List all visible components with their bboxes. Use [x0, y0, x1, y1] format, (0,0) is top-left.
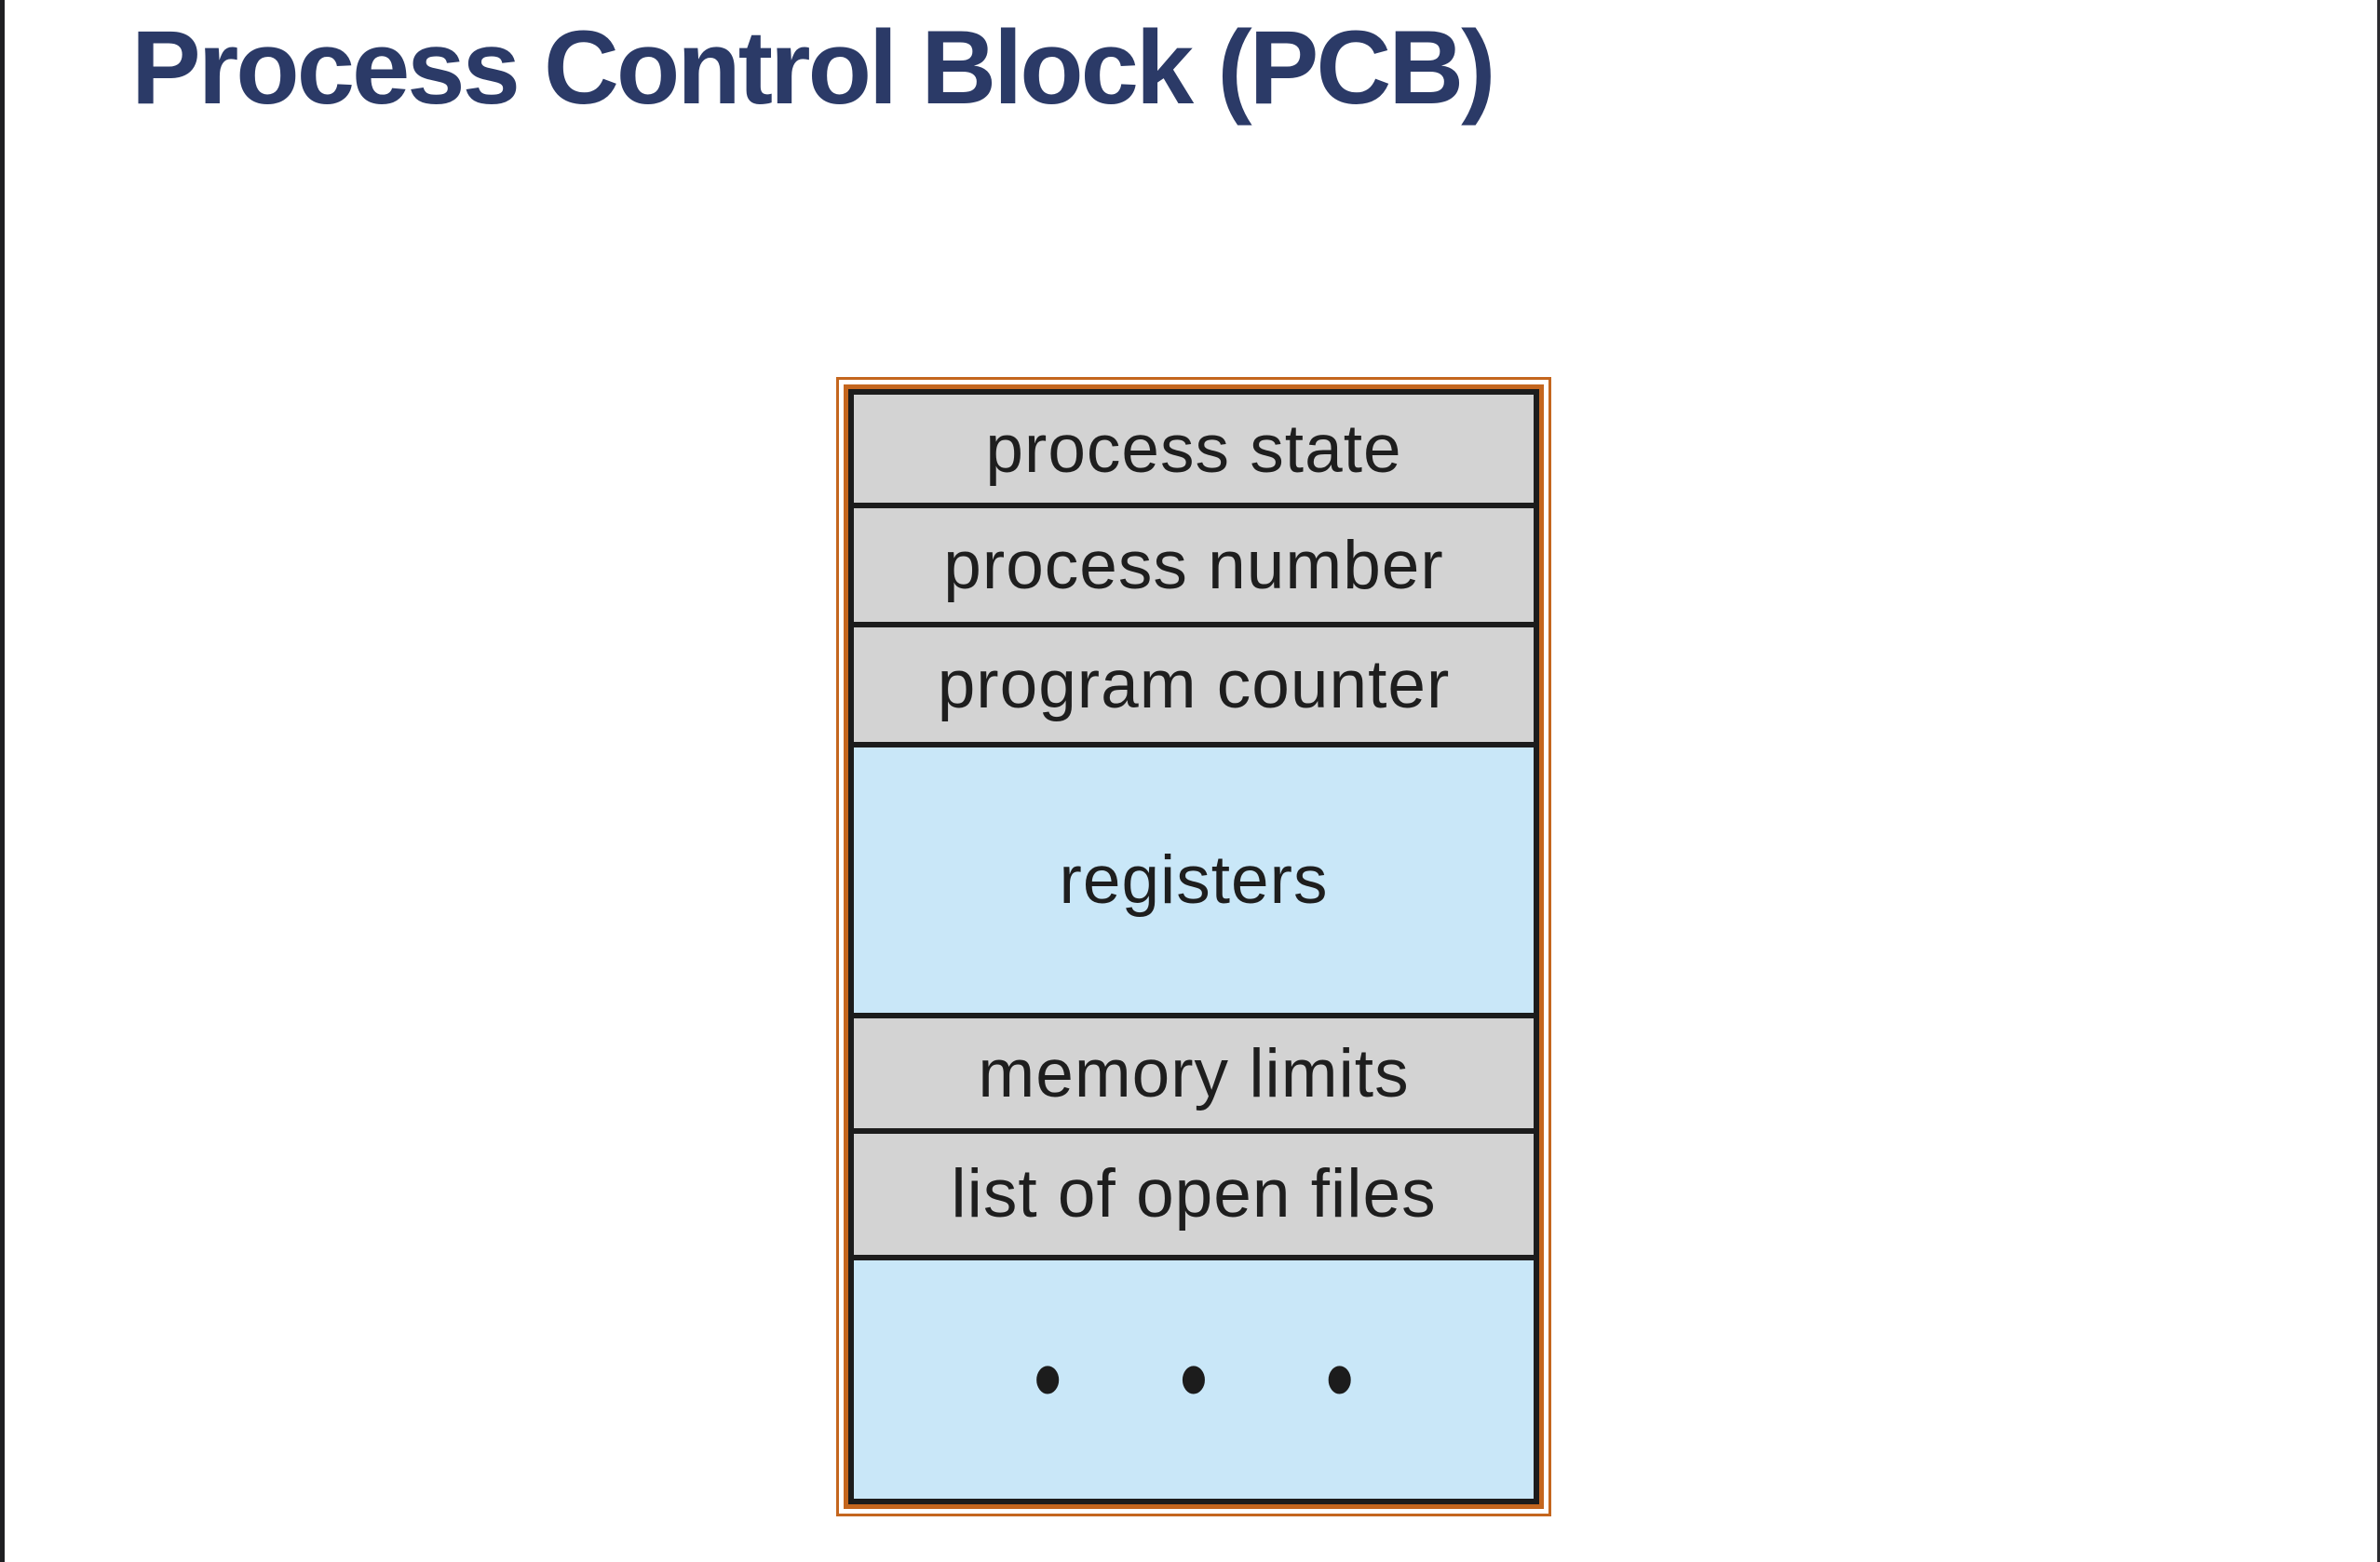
pcb-row-list-of-open-files: list of open files: [854, 1133, 1534, 1255]
pcb-row-label-memory-limits: memory limits: [978, 1035, 1410, 1111]
ellipsis-dots: • • •: [1034, 1324, 1402, 1434]
pcb-diagram-frame: process state process number program cou…: [836, 377, 1551, 1516]
pcb-row-label-process-state: process state: [985, 411, 1402, 487]
pcb-row-memory-limits: memory limits: [854, 1018, 1534, 1128]
pcb-row-label-registers: registers: [1059, 842, 1329, 919]
pcb-row-label-process-number: process number: [943, 527, 1444, 603]
pcb-row-program-counter: program counter: [854, 627, 1534, 742]
pcb-table: process state process number program cou…: [848, 389, 1539, 1504]
pcb-row-label-list-of-open-files: list of open files: [951, 1156, 1437, 1232]
pcb-row-ellipsis: • • •: [854, 1259, 1534, 1499]
pcb-row-process-state: process state: [854, 395, 1534, 504]
page-title: Process Control Block (PCB): [131, 9, 1495, 126]
pcb-row-process-number: process number: [854, 508, 1534, 623]
pcb-diagram-inner-frame: process state process number program cou…: [844, 384, 1544, 1509]
pcb-row-label-program-counter: program counter: [937, 647, 1451, 723]
pcb-row-registers: registers: [854, 747, 1534, 1014]
